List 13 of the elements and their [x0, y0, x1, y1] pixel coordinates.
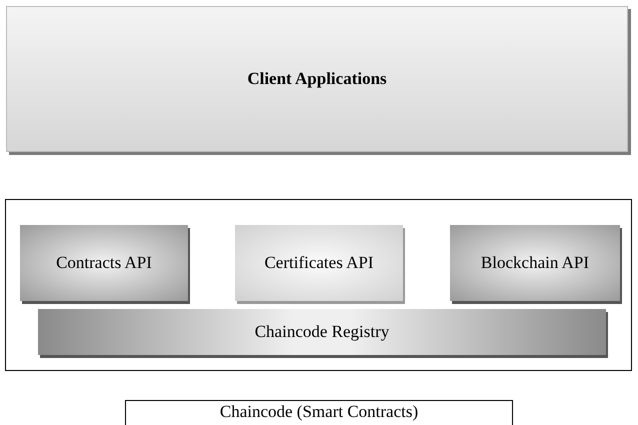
box-label: Client Applications [247, 69, 387, 89]
box-label: Certificates API [264, 253, 374, 273]
container-box [5, 199, 632, 371]
box-label: Chaincode (Smart Contracts) [220, 402, 418, 422]
box-label: Contracts API [56, 253, 152, 273]
box-label: Blockchain API [480, 253, 590, 273]
box-label: Chaincode Registry [254, 322, 390, 342]
layer-box [6, 6, 628, 152]
chaincode-box [125, 400, 513, 425]
api-box [20, 225, 188, 301]
api-box [235, 225, 403, 301]
registry-bar [38, 309, 606, 355]
api-box [450, 225, 620, 301]
